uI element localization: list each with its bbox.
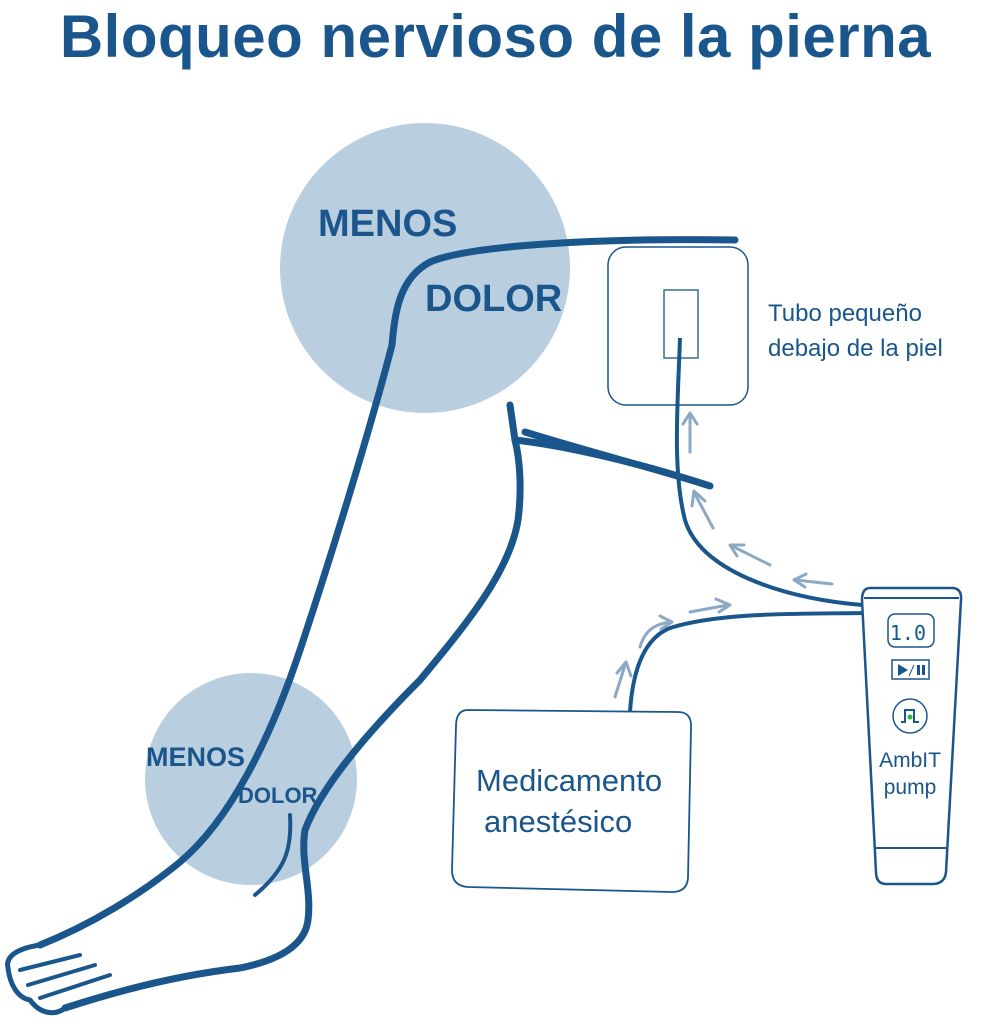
flow-arrow-icon: [638, 614, 674, 649]
flow-arrow-icon: [690, 489, 715, 530]
lower-circle-line1: MENOS: [146, 742, 245, 772]
flow-arrow-icon: [792, 572, 834, 589]
upper-circle-line1: MENOS: [318, 203, 457, 245]
play-icon: [898, 664, 908, 676]
pump-display-value: 1.0: [890, 621, 926, 645]
lower-pain-relief-circle: [145, 673, 357, 885]
medication-line2: anestésico: [484, 804, 632, 839]
pump-display: [887, 613, 935, 648]
pause-icon: [917, 665, 920, 675]
pulse-icon: [901, 709, 919, 723]
upper-circle-line2: DOLOR: [425, 278, 562, 320]
pump-name-line2: pump: [884, 776, 937, 799]
flow-arrow-icon: [728, 543, 772, 567]
medication-box: Medicamento anestésico: [451, 709, 692, 893]
flow-arrow-icon: [613, 660, 633, 699]
play-pause-button[interactable]: [891, 659, 930, 680]
bolus-button[interactable]: [892, 698, 928, 734]
page-title: Bloqueo nervioso de la pierna: [59, 3, 932, 70]
leg-outline: [5, 236, 739, 1016]
catheter-label-line1: Tubo pequeño: [768, 300, 922, 327]
medication-tube: [628, 611, 865, 713]
lower-circle-line2: DOLOR: [238, 783, 318, 808]
ambit-pump: 1.0 AmbIT pump: [860, 586, 963, 886]
flow-arrow-icon: [688, 597, 732, 614]
status-led: [907, 714, 913, 720]
catheter-tube: [674, 337, 863, 607]
flow-arrow-icon: [681, 411, 699, 454]
pump-name-line1: AmbIT: [879, 749, 941, 772]
catheter-label-line2: debajo de la piel: [768, 335, 943, 362]
medication-line1: Medicamento: [476, 763, 662, 798]
flow-arrows: [613, 411, 834, 699]
